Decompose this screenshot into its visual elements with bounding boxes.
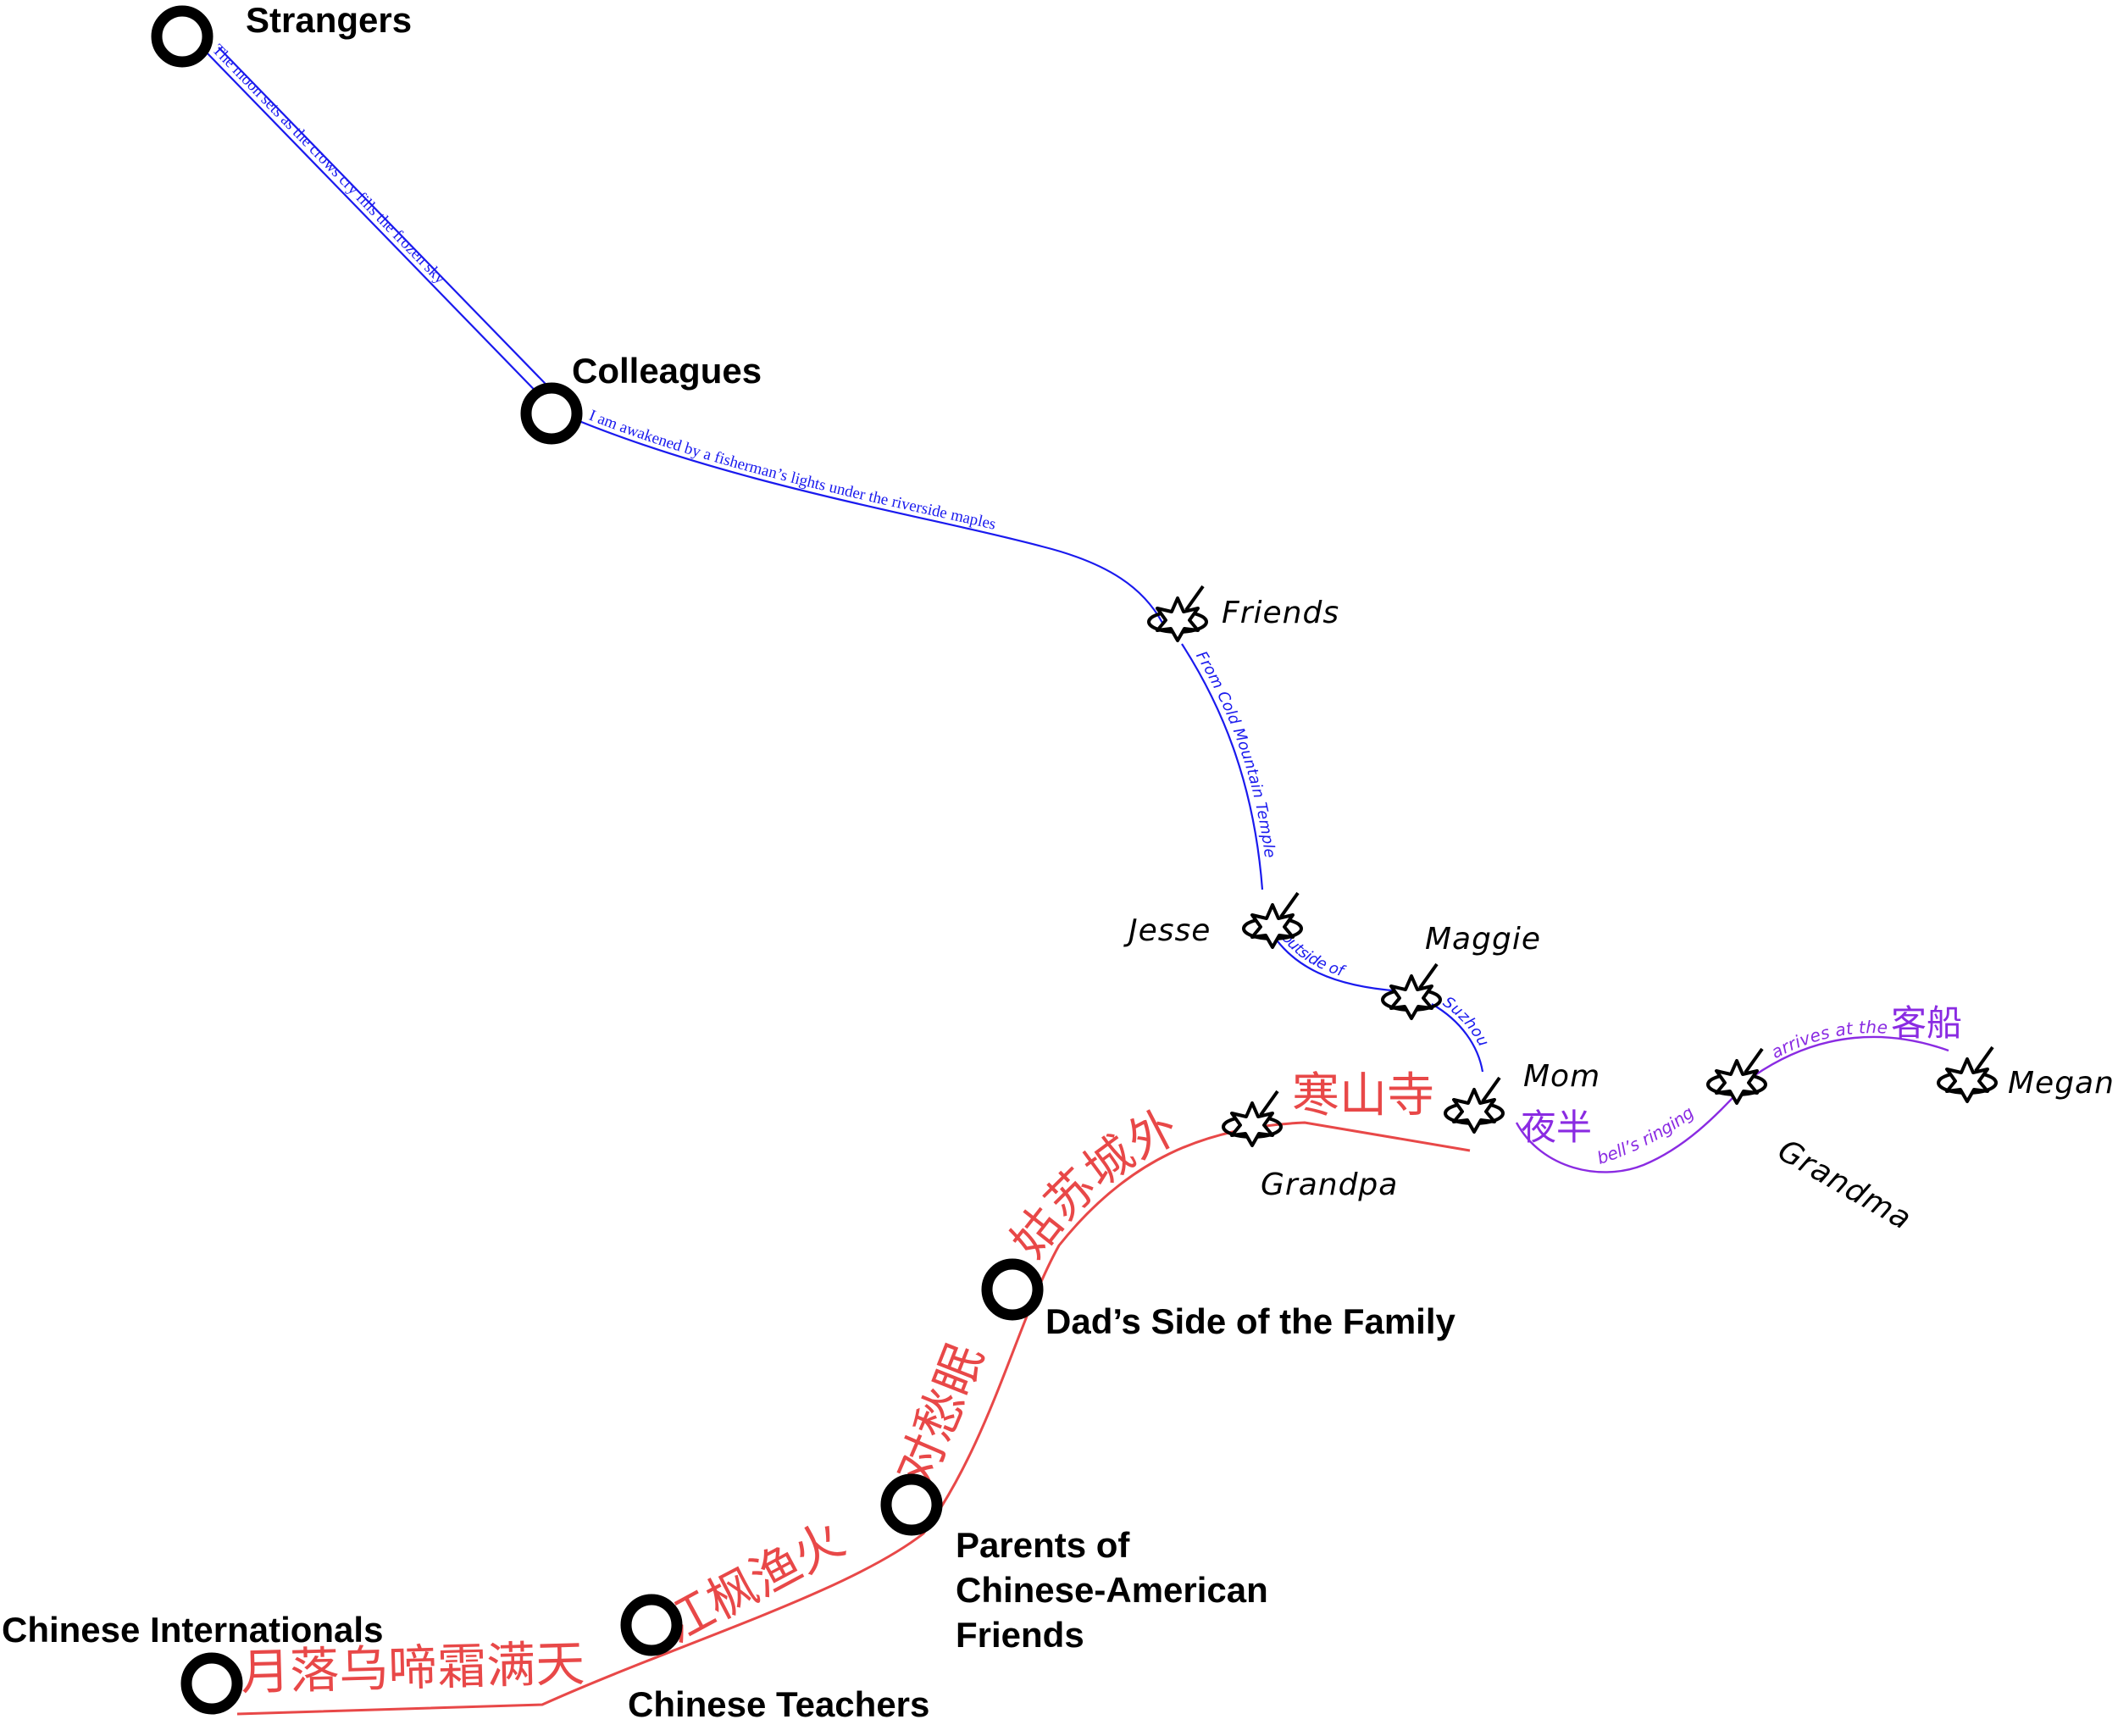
lyric-purple-3: arrives at the xyxy=(1768,1017,1888,1062)
maple-leaf-icon xyxy=(1381,962,1442,1020)
red-connections xyxy=(236,1121,1472,1716)
circle-node-icon xyxy=(520,382,583,445)
lyric-blue-1: The moon sets as the crows cry fills the… xyxy=(208,41,449,287)
label-megan: Megan xyxy=(2008,1066,2115,1101)
circle-node-icon xyxy=(180,1652,243,1715)
lyric-purple-4: 客船 xyxy=(1891,1002,1962,1044)
lyric-purple-2: bell’s ringing xyxy=(1594,1102,1698,1168)
circle-node-icon xyxy=(151,5,213,68)
label-parents-line2: Chinese-American xyxy=(956,1570,1268,1610)
lyric-blue-5: Suzhou xyxy=(1439,993,1492,1049)
label-parents-line3: Friends xyxy=(956,1615,1084,1655)
maple-leaf-icon xyxy=(1444,1076,1505,1134)
label-parents-line1: Parents of xyxy=(956,1525,1130,1565)
blue-connections xyxy=(202,47,1484,1073)
purple-connections xyxy=(1515,1035,1950,1173)
label-friends: Friends xyxy=(1222,596,1339,630)
label-dads-side: Dad’s Side of the Family xyxy=(1045,1301,1456,1341)
lyric-red-1: 月落乌啼霜满天 xyxy=(240,1634,585,1701)
label-grandpa: Grandpa xyxy=(1261,1168,1398,1202)
edge-strangers-colleagues-2 xyxy=(218,47,568,408)
circle-nodes xyxy=(151,5,1044,1715)
edge-red-lineage xyxy=(236,1121,1472,1716)
label-strangers: Strangers xyxy=(246,0,412,40)
maple-leaf-nodes xyxy=(1147,585,1998,1147)
circle-node-icon xyxy=(880,1473,943,1536)
maple-leaf-icon xyxy=(1937,1045,1998,1103)
maple-leaf-icon xyxy=(1147,585,1208,642)
label-grandma: Grandma xyxy=(1772,1133,1918,1237)
maple-leaf-icon xyxy=(1242,891,1303,949)
label-maggie: Maggie xyxy=(1425,922,1541,957)
label-chinese-teachers: Chinese Teachers xyxy=(628,1684,929,1724)
lyric-red-3: 对愁眠 xyxy=(885,1336,995,1494)
lyric-red-5: 寒山寺 xyxy=(1292,1068,1434,1123)
edge-strangers-colleagues xyxy=(202,47,554,410)
lyric-blue-2: I am awakened by a fisherman’s lights un… xyxy=(586,407,997,534)
maple-leaf-icon xyxy=(1706,1047,1767,1105)
circle-node-icon xyxy=(981,1258,1044,1321)
maple-leaf-icon xyxy=(1222,1090,1283,1147)
label-mom: Mom xyxy=(1523,1059,1600,1094)
lyric-purple-1: 夜半 xyxy=(1521,1106,1592,1148)
label-jesse: Jesse xyxy=(1123,913,1211,948)
lyric-red-4: 姑苏城外 xyxy=(1001,1100,1187,1268)
edge-mom-megan xyxy=(1515,1035,1950,1173)
circle-node-icon xyxy=(620,1594,683,1656)
label-chinese-internationals: Chinese Internationals xyxy=(2,1610,383,1650)
label-colleagues: Colleagues xyxy=(572,351,762,391)
lyric-red-2: 江枫渔火 xyxy=(653,1510,853,1653)
